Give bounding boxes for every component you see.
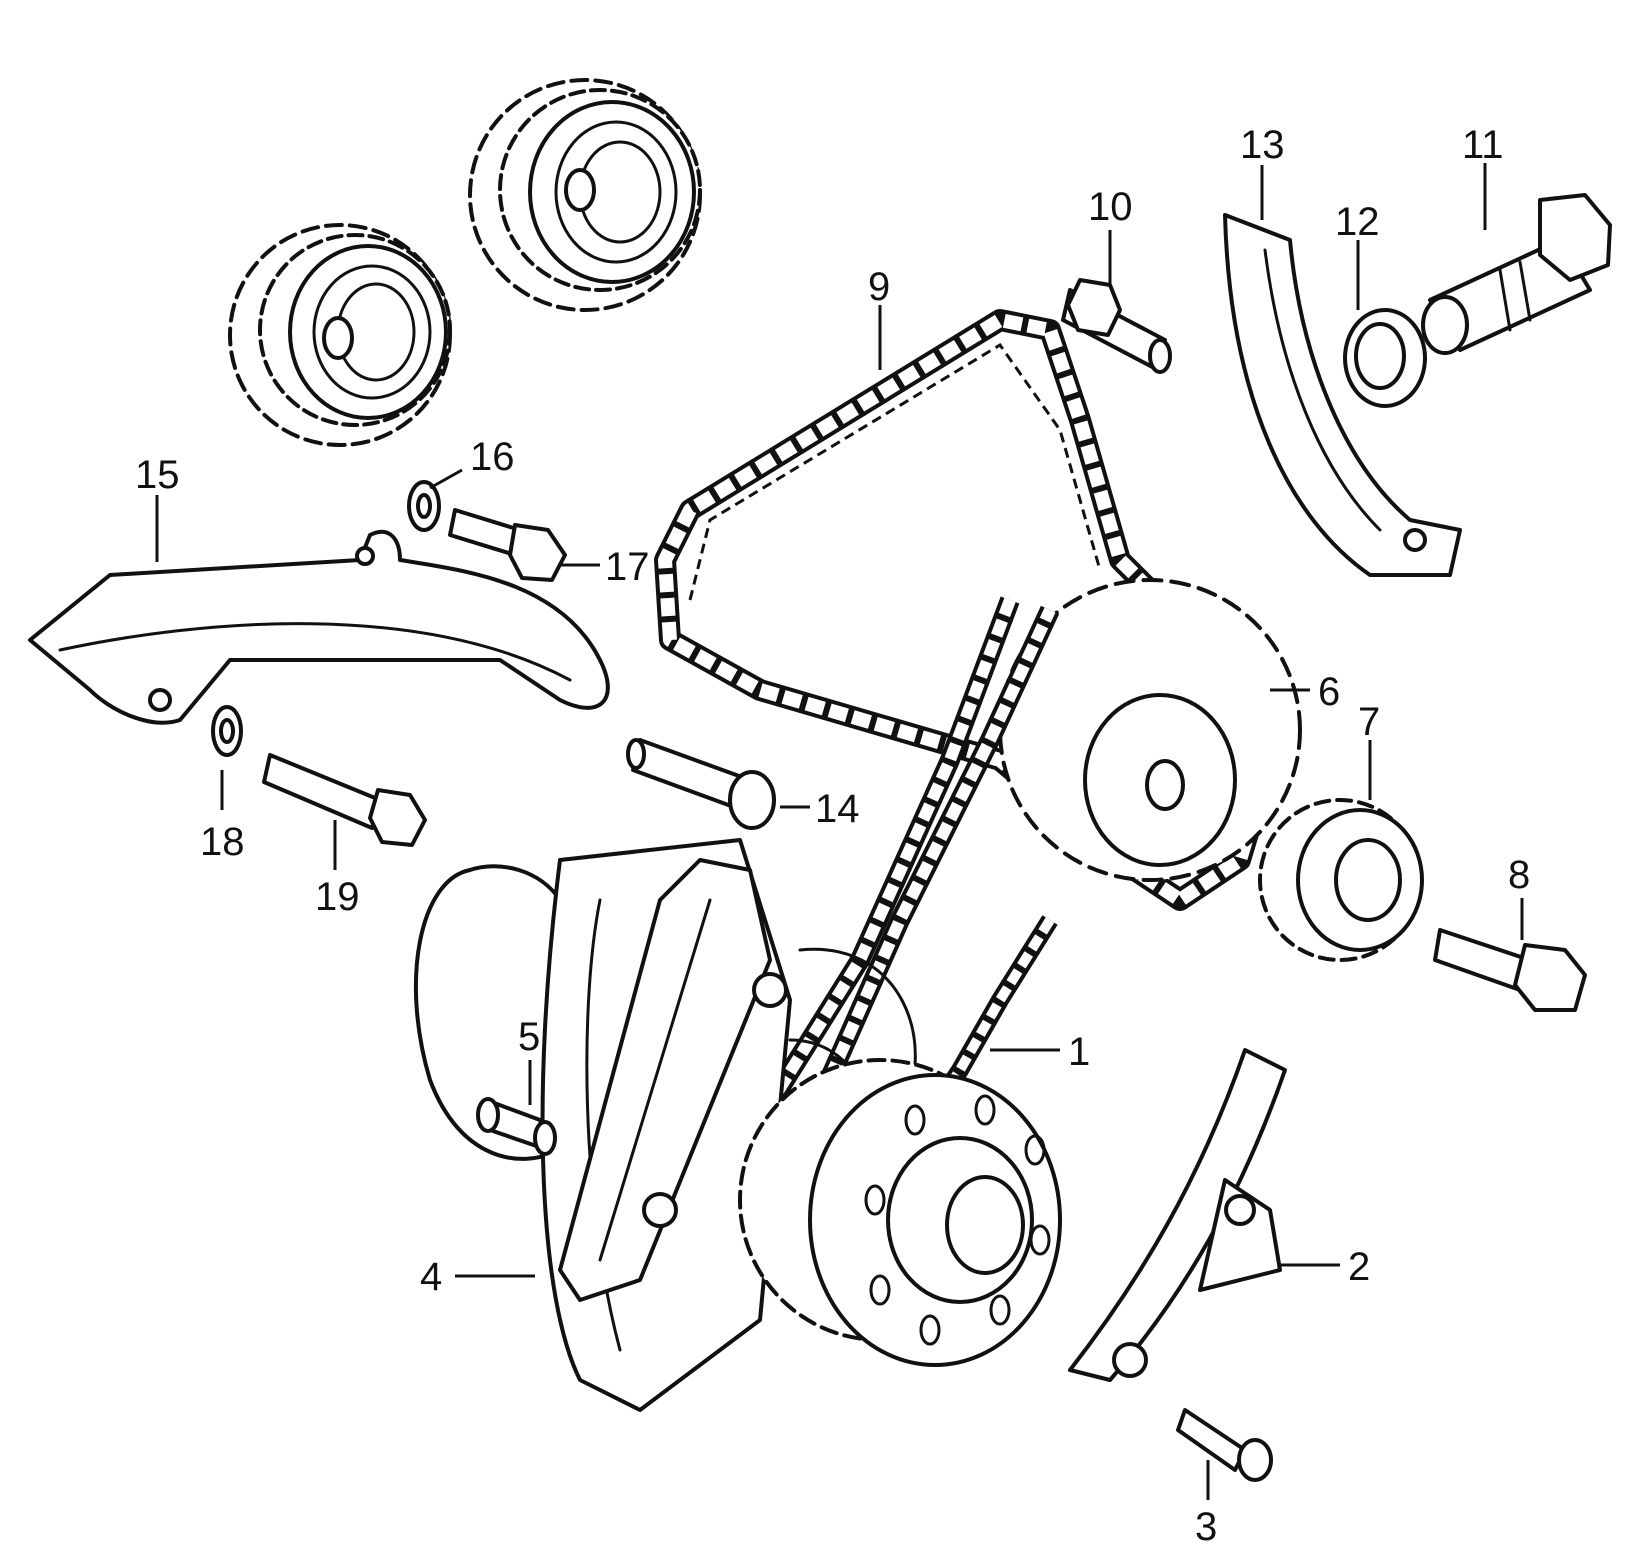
pin-14: [626, 738, 776, 830]
callout-15: 15: [135, 453, 180, 497]
callout-4: 4: [420, 1255, 442, 1299]
chain-tensioner-11: [1421, 193, 1612, 355]
slide-rail-13: [1223, 213, 1462, 577]
camshaft-sprocket-upper: [468, 78, 702, 312]
callout-5: 5: [518, 1015, 540, 1059]
stud-10: [1061, 278, 1172, 374]
callout-8: 8: [1508, 853, 1530, 897]
callout-11: 11: [1462, 123, 1504, 167]
washer-16: [407, 480, 441, 532]
callout-6: 6: [1318, 670, 1340, 714]
callout-18: 18: [200, 820, 245, 864]
tensioner-rail: [1068, 1048, 1287, 1382]
callout-13: 13: [1240, 123, 1285, 167]
camshaft-sprocket-lower: [228, 223, 452, 447]
callout-3: 3: [1195, 1505, 1217, 1549]
stud-bolt: [476, 1097, 557, 1156]
guide-rail-upper: [28, 529, 610, 725]
chain-guide-left: [558, 858, 788, 1302]
callout-14: 14: [815, 787, 860, 831]
callout-9: 9: [868, 265, 890, 309]
small-sprocket: [1258, 798, 1424, 962]
callout-12: 12: [1335, 200, 1380, 244]
bolt-3: [1176, 1408, 1273, 1482]
bolt-17: [448, 508, 567, 582]
callout-labels: 1 2 3 4 5 6 7 8 9 10 11 12 13 14 15 16 1…: [135, 123, 1530, 1549]
callout-2: 2: [1348, 1245, 1370, 1289]
bolt-19: [262, 753, 427, 847]
callout-17: 17: [605, 545, 650, 589]
intermediate-sprocket: [998, 578, 1302, 882]
crankshaft-sprocket: [738, 1058, 1062, 1367]
callout-10: 10: [1088, 185, 1133, 229]
washer-18: [211, 705, 243, 757]
callout-16: 16: [470, 435, 515, 479]
callout-19: 19: [315, 875, 360, 919]
seal-ring-12: [1343, 308, 1427, 408]
leader-lines: [155, 163, 1524, 1500]
callout-1: 1: [1068, 1030, 1090, 1074]
callout-7: 7: [1358, 700, 1380, 744]
bolt-8: [1433, 928, 1587, 1012]
